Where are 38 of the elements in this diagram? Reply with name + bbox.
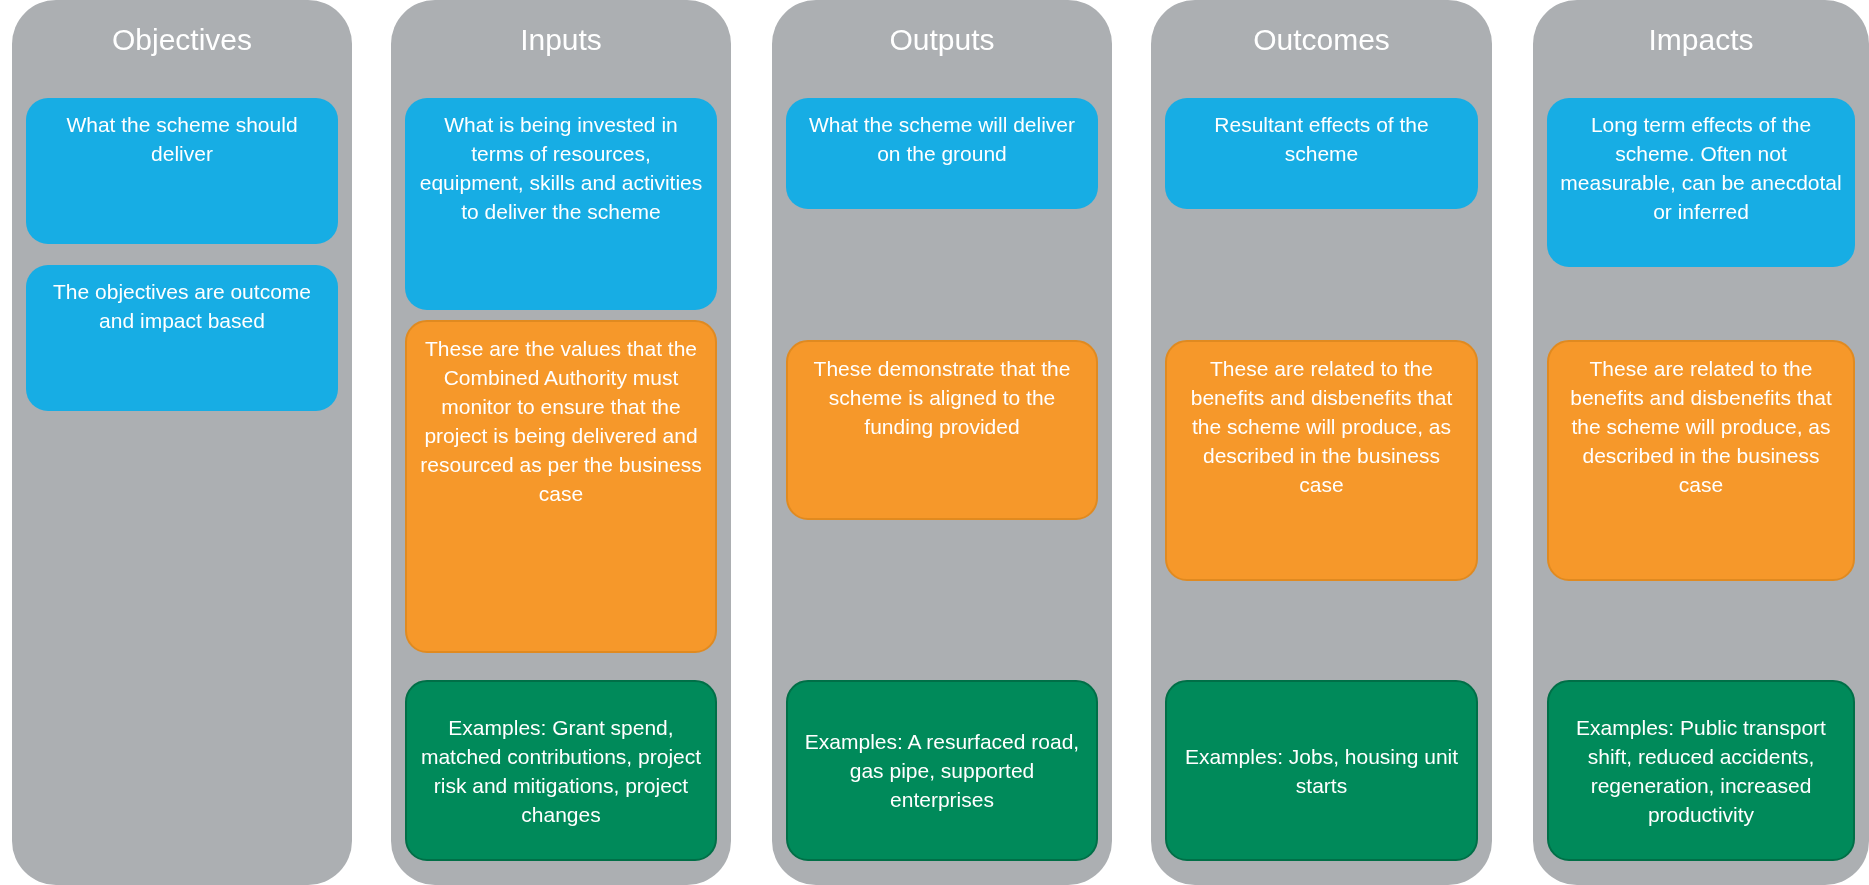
examples-box	[1165, 680, 1478, 861]
box-text: Examples: Jobs, housing unit starts	[1183, 743, 1460, 799]
monitoring-box	[786, 340, 1098, 520]
box-text: These are related to the benefits and disbenefits that the scheme will produce, as described in the business case	[1569, 356, 1833, 498]
box-text: What the scheme will deliver on the ground	[807, 112, 1077, 167]
box-text: The objectives are outcome and impact based	[52, 279, 312, 334]
column-panel	[772, 0, 1112, 885]
description-box	[405, 98, 717, 310]
column-panel	[1151, 0, 1492, 885]
column-heading: Outputs	[888, 22, 996, 58]
monitoring-box	[1165, 340, 1478, 581]
column-heading: Impacts	[1647, 22, 1755, 58]
description-box	[786, 98, 1098, 209]
column-panel	[1533, 0, 1869, 885]
monitoring-box	[405, 320, 717, 653]
box-text: These demonstrate that the scheme is aligned to the funding provided	[812, 356, 1072, 440]
box-text: These are the values that the Combined Authority must monitor to ensure that the project is being delivered and resourced as per the business case	[419, 336, 703, 507]
description-box	[26, 98, 338, 244]
description-box	[1165, 98, 1478, 209]
examples-box	[405, 680, 717, 861]
column-panel	[12, 0, 352, 885]
box-text: What the scheme should deliver	[65, 112, 299, 167]
column-heading: Outcomes	[1252, 22, 1391, 58]
column-heading: Inputs	[519, 22, 603, 58]
box-text: What is being invested in terms of resources, equipment, skills and activities to deliver the scheme	[418, 112, 704, 225]
box-text: Examples: Grant spend, matched contributions, project risk and mitigations, project changes	[419, 714, 703, 828]
examples-box	[786, 680, 1098, 861]
box-text: Long term effects of the scheme. Often not measurable, can be anecdotal or inferred	[1559, 112, 1843, 225]
column-panel	[391, 0, 731, 885]
box-text: Resultant effects of the scheme	[1213, 112, 1430, 167]
box-text: Examples: Public transport shift, reduced accidents, regeneration, increased productivity	[1575, 714, 1827, 828]
column-heading: Objectives	[110, 22, 254, 58]
box-text: Examples: A resurfaced road, gas pipe, supported enterprises	[803, 729, 1081, 813]
description-box	[26, 265, 338, 411]
description-box	[1547, 98, 1855, 267]
monitoring-box	[1547, 340, 1855, 581]
examples-box	[1547, 680, 1855, 861]
box-text: These are related to the benefits and disbenefits that the scheme will produce, as described in the business case	[1189, 356, 1454, 498]
